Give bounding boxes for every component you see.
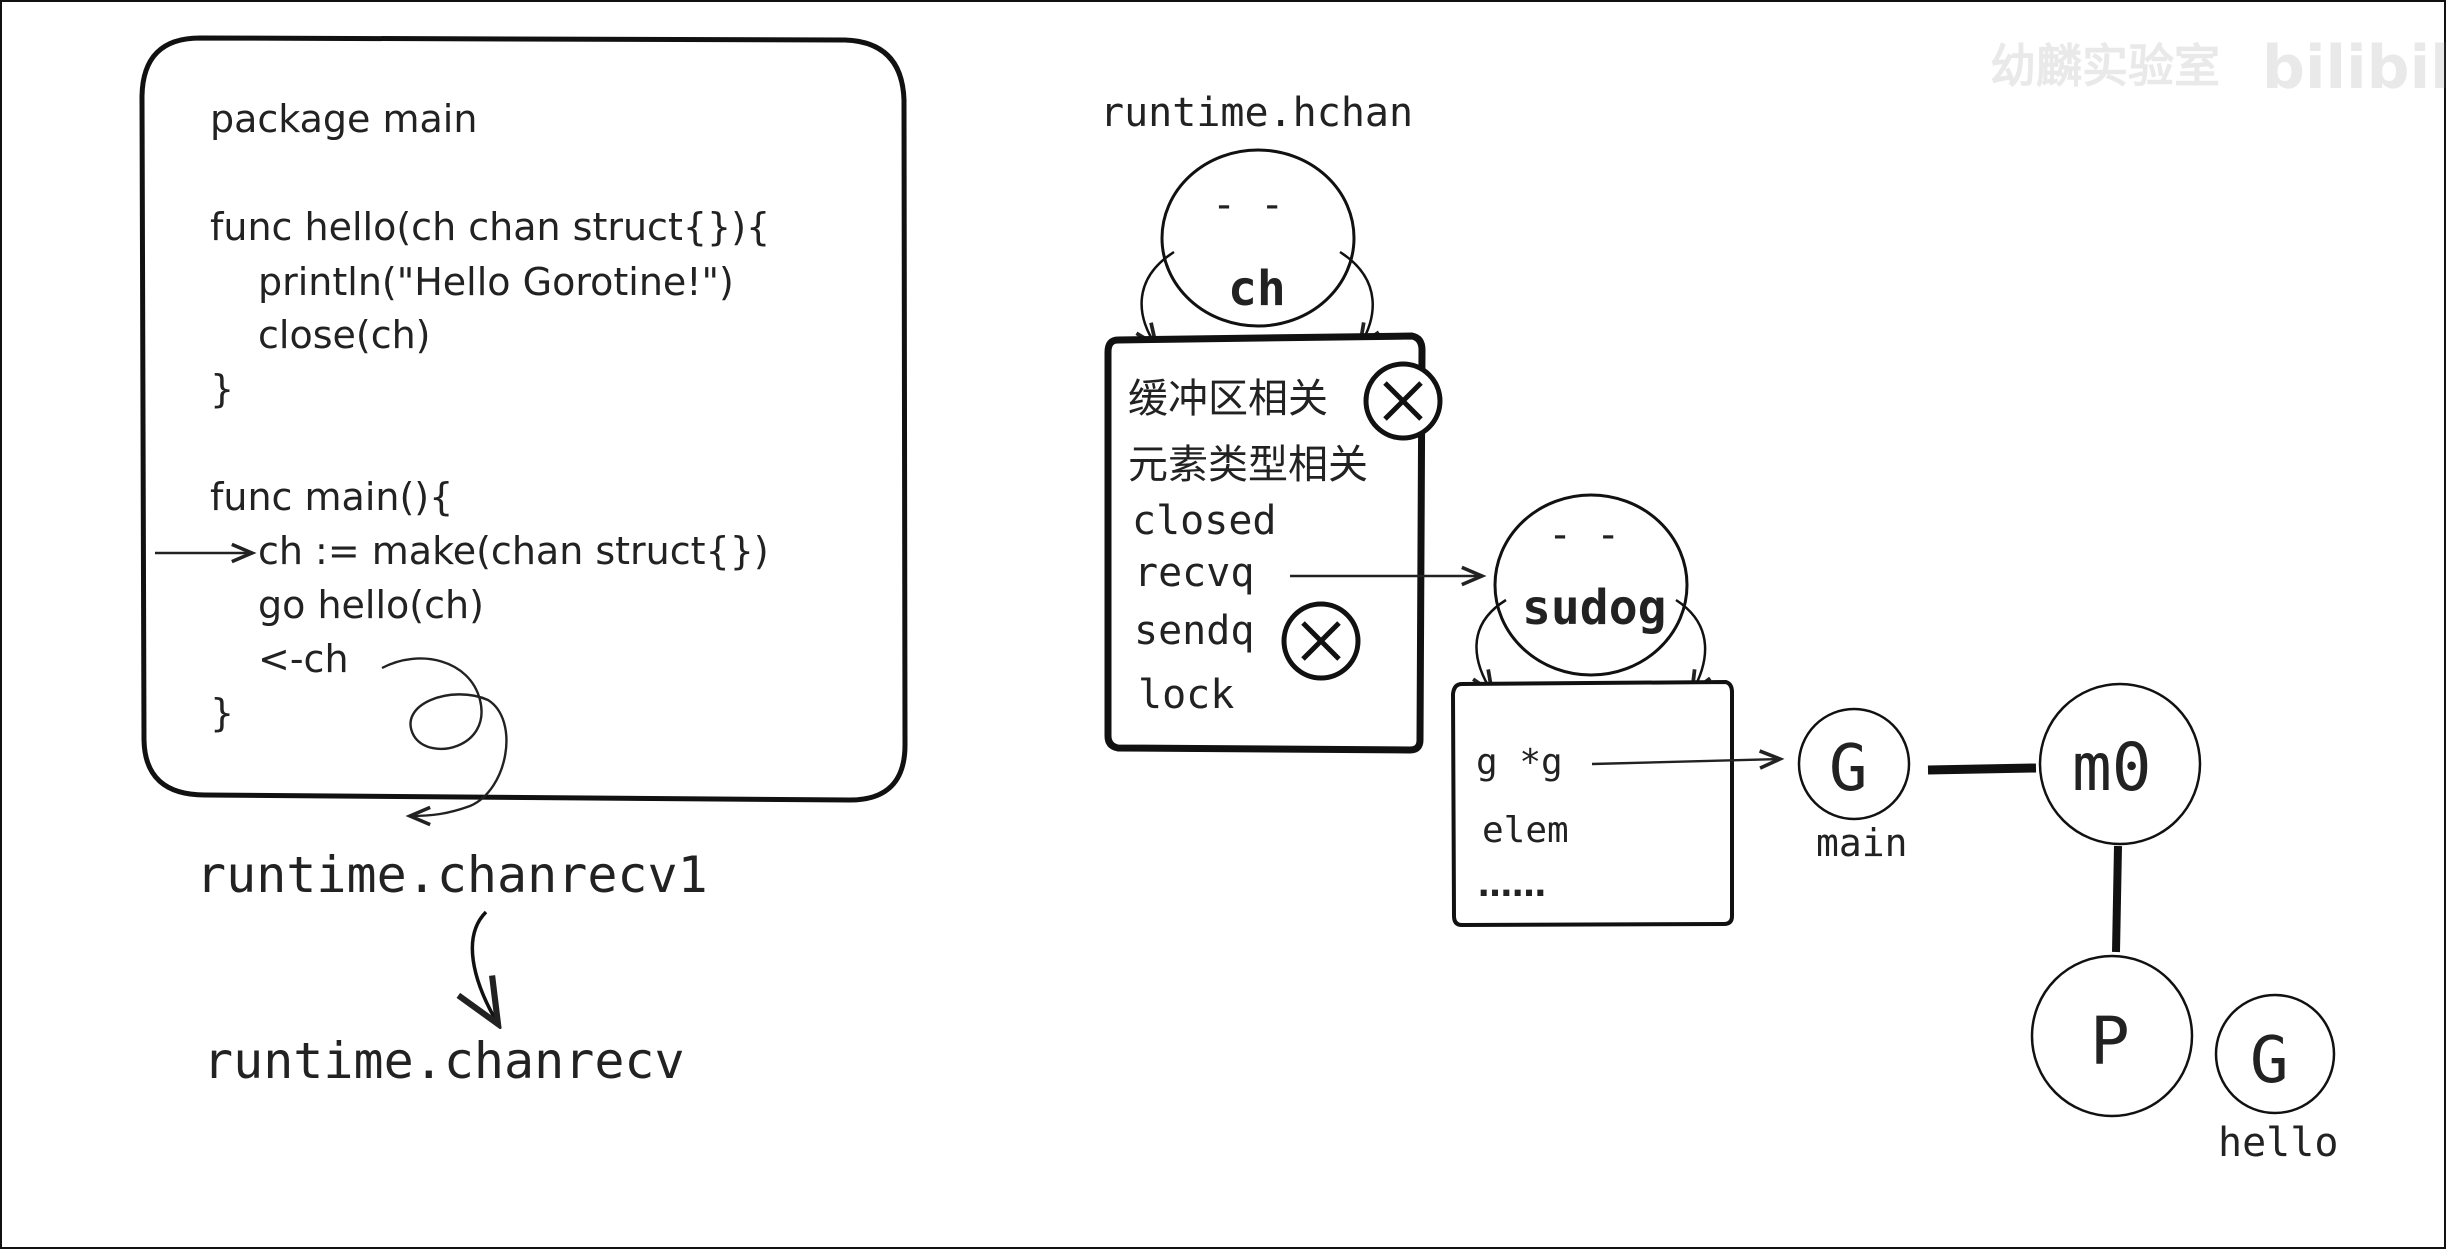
gmp-figure: G main m0 P G hello	[1797, 682, 2338, 1166]
sudog-body	[1450, 679, 1734, 928]
code-panel: package main func hello(ch chan struct{}…	[139, 35, 908, 816]
g-main-circle	[1797, 707, 1911, 821]
code-line-2: func hello(ch chan struct{}){	[210, 205, 770, 249]
sudog-figure: - - sudog g *g elem ……	[1450, 493, 1734, 928]
p-circle	[2030, 954, 2194, 1118]
code-line-4: close(ch)	[258, 313, 431, 357]
hchan-eyes: - -	[1212, 182, 1284, 228]
g-pointer-arrow	[1591, 759, 1780, 764]
watermark-text: 幼麟实验室	[1990, 39, 2220, 93]
bilibili-logo: bilibili	[2262, 33, 2446, 103]
hchan-figure: runtime.hchan - - ch 缓冲区相关 元素类型相关 closed…	[1100, 90, 1443, 754]
code-line-3: println("Hello Gorotine!")	[258, 260, 734, 304]
g-main-caption: main	[1816, 821, 1908, 865]
code-line-1: package main	[210, 97, 477, 141]
code-line-5: }	[210, 367, 234, 411]
hchan-field-closed: closed	[1132, 498, 1277, 544]
recv-swirl-arrow	[381, 657, 508, 816]
g-hello-circle	[2214, 993, 2336, 1115]
code-line-10: }	[210, 691, 234, 735]
hchan-field-recvq: recvq	[1134, 550, 1254, 596]
code-box	[139, 35, 908, 803]
m0-circle	[2038, 682, 2202, 846]
hchan-title: runtime.hchan	[1100, 90, 1413, 136]
hchan-field-elemtype: 元素类型相关	[1128, 442, 1368, 488]
hchan-field-lock: lock	[1138, 672, 1234, 718]
chanrecv-label: runtime.chanrecv	[203, 1032, 685, 1090]
hchan-field-sendq: sendq	[1134, 608, 1254, 654]
crossed-icon	[1281, 601, 1361, 681]
call-arrow	[472, 910, 498, 1024]
m0-label: m0	[2072, 729, 2151, 806]
g-m-link	[1927, 763, 2037, 775]
g-hello-label: G	[2250, 1024, 2289, 1098]
sudog-eyes: - -	[1548, 512, 1620, 558]
p-label: P	[2090, 1003, 2130, 1080]
hchan-field-buffer: 缓冲区相关	[1128, 376, 1328, 422]
sudog-head	[1493, 493, 1689, 677]
g-hello-caption: hello	[2218, 1120, 2338, 1166]
sudog-head-label: sudog	[1522, 580, 1667, 636]
code-line-8: go hello(ch)	[258, 583, 484, 627]
hchan-head-label: ch	[1228, 261, 1286, 317]
code-line-6: func main(){	[210, 475, 453, 519]
sudog-field-g: g *g	[1476, 742, 1563, 783]
watermark: 幼麟实验室 bilibili	[1990, 33, 2446, 103]
sudog-field-elem: elem	[1482, 810, 1569, 851]
chanrecv1-label: runtime.chanrecv1	[196, 846, 708, 904]
sudog-field-more: ……	[1478, 865, 1546, 905]
g-main-label: G	[1829, 732, 1868, 806]
code-line-9: <-ch	[258, 637, 349, 681]
code-line-7: ch := make(chan struct{})	[258, 529, 769, 573]
hchan-head	[1160, 148, 1356, 328]
crossed-icon	[1363, 361, 1443, 441]
m-p-link	[2112, 845, 2122, 953]
